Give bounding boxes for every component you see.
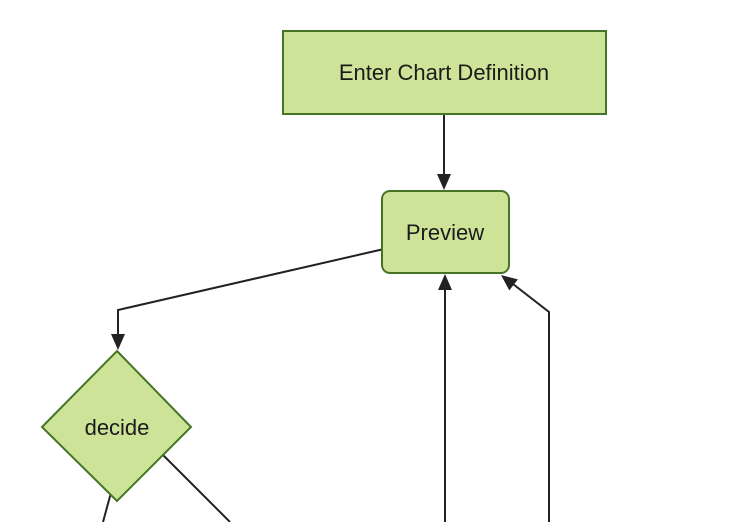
- arrowhead-up-icon: [438, 274, 452, 290]
- preview-box: [381, 190, 510, 274]
- arrowhead-down-icon: [437, 174, 451, 190]
- node-label: Preview: [406, 220, 484, 245]
- decide-diamond: [40, 349, 193, 503]
- node-label: Enter Chart Definition: [339, 60, 549, 85]
- edge-preview-to-decide: [117, 248, 385, 334]
- edge-bottom-to-preview-corner: [512, 283, 550, 522]
- node-decide: decide: [40, 349, 193, 503]
- arrowhead-up-left-icon: [501, 275, 518, 291]
- node-label: decide: [85, 415, 150, 440]
- arrowhead-down-icon: [111, 334, 125, 350]
- edge-layer: [102, 112, 550, 522]
- node-preview: Preview: [381, 190, 510, 274]
- node-enter-chart-definition: Enter Chart Definition: [282, 30, 607, 115]
- enter-chart-definition-box: [282, 30, 607, 115]
